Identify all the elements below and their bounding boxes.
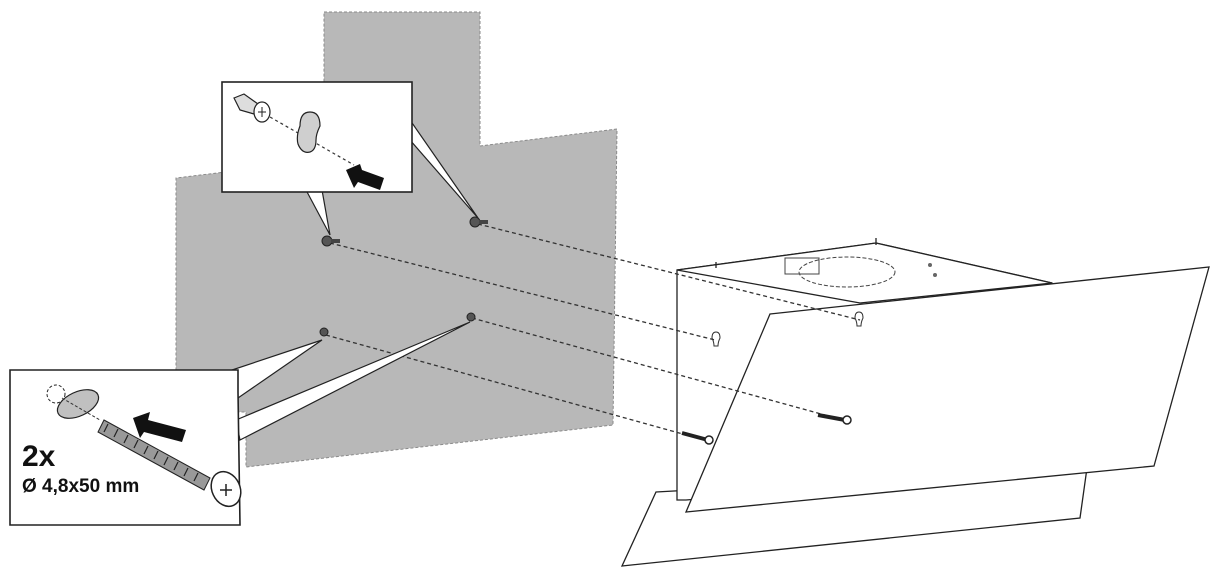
long-screw-icon — [97, 419, 242, 508]
long-screw-icon — [681, 431, 714, 445]
hanger-bolt-icon — [321, 235, 340, 247]
hood-top-face — [676, 242, 1053, 304]
hanger-detail-callout — [221, 81, 479, 236]
keyhole-slot-icon — [711, 331, 721, 347]
screw-count-label: 2x — [22, 440, 56, 473]
wall-plug-icon — [466, 312, 476, 322]
duct-opening — [798, 256, 896, 288]
front-glass-panel — [684, 266, 1210, 513]
wall-plug-icon — [319, 327, 329, 337]
wall-plug-icon — [46, 384, 100, 419]
long-screw-icon — [817, 413, 852, 425]
keyhole-slot-icon — [854, 311, 864, 327]
black-push-arrow-icon — [346, 164, 384, 190]
screw-spec-label: Ø 4,8x50 mm — [22, 476, 139, 497]
hanger-bolt-icon — [469, 216, 488, 228]
black-push-arrow-icon — [133, 412, 186, 442]
keyhole-slot-icon — [296, 111, 321, 153]
wall-panel — [175, 11, 618, 468]
hanger-bolt-icon — [233, 93, 271, 123]
cooker-hood — [620, 238, 1210, 567]
screw-detail-callout: 2x Ø 4,8x50 mm — [9, 321, 471, 526]
alignment-lines — [325, 223, 861, 437]
wall-fixing-points — [319, 216, 488, 337]
